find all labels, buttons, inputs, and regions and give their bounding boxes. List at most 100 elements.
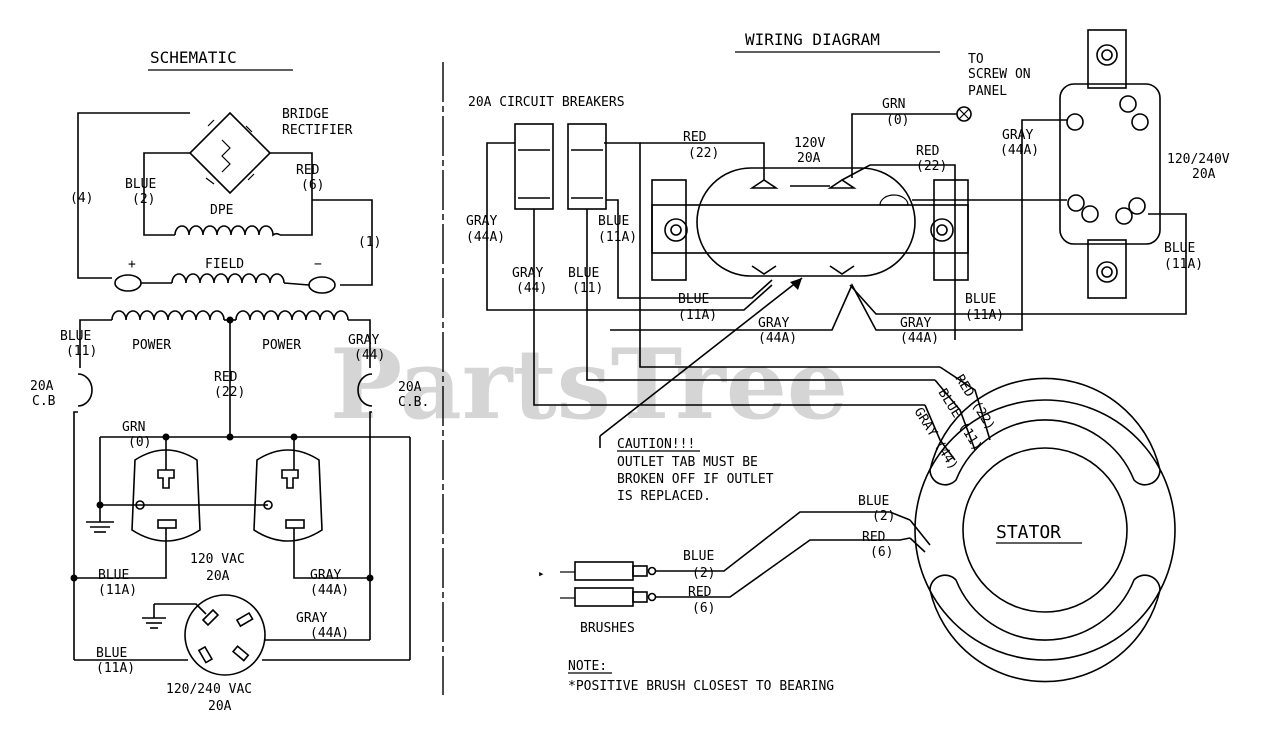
caution-line-4: IS REPLACED.: [617, 489, 711, 504]
svg-text:(2): (2): [132, 192, 155, 207]
svg-text:(11A): (11A): [98, 583, 137, 598]
stator: [914, 366, 1176, 683]
svg-text:▸: ▸: [538, 567, 545, 580]
brush-positive: [114, 274, 142, 292]
blue-11a-label-2: BLUE: [96, 646, 127, 661]
bridge-label-2: RECTIFIER: [282, 123, 353, 138]
power-left-label: POWER: [132, 338, 171, 353]
blue-11-label: BLUE: [60, 329, 91, 344]
gray-44-label: GRAY: [348, 333, 379, 348]
svg-text:20A: 20A: [1192, 167, 1216, 182]
grn-label: GRN: [122, 420, 145, 435]
red-6-label: RED: [296, 163, 320, 178]
red22-left-label: RED: [683, 130, 707, 145]
caution-pointer: [599, 277, 803, 437]
power-coil-left: [111, 310, 225, 321]
svg-text:PANEL: PANEL: [968, 84, 1007, 99]
brushes: ▸: [538, 511, 911, 607]
dpe-coil: [174, 225, 281, 237]
wire-1-label: (1): [358, 235, 381, 250]
outlet-240v-label: 120/240V: [1167, 152, 1230, 167]
power-right-label: POWER: [262, 338, 301, 353]
gray44a-right-label: GRAY: [1002, 128, 1033, 143]
stator-blue-2-label: BLUE: [858, 494, 889, 509]
outlet-240v: [184, 594, 266, 676]
svg-text:(2): (2): [692, 566, 715, 581]
field-coil: [171, 273, 285, 284]
bridge-rectifier: [188, 111, 272, 195]
outlet-120v-left: [131, 437, 201, 542]
svg-text:(11A): (11A): [965, 308, 1004, 323]
caution-title: CAUTION!!!: [617, 437, 695, 452]
wire-4-label: (4): [70, 191, 93, 206]
breakers-label: 20A CIRCUIT BREAKERS: [468, 95, 625, 110]
gray-44a-label-1: GRAY: [310, 568, 341, 583]
blue11a-mid-label: BLUE: [678, 292, 709, 307]
ground-symbol-2: [142, 604, 166, 629]
gray44a-left-label: GRAY: [466, 214, 497, 229]
power-coil-right: [235, 310, 349, 321]
svg-text:(6): (6): [870, 545, 893, 560]
outlet-120-label: 120 VAC: [190, 552, 245, 567]
outlet-240v-assembly: [1059, 29, 1161, 299]
wire-4: [77, 112, 190, 279]
svg-text:(11A): (11A): [678, 308, 717, 323]
gray44-label: GRAY: [512, 266, 543, 281]
svg-text:(44A): (44A): [466, 230, 505, 245]
blue11a-right-label: BLUE: [965, 292, 996, 307]
svg-text:SCREW ON: SCREW ON: [968, 67, 1031, 82]
svg-text:(44A): (44A): [758, 331, 797, 346]
brush-negative: [308, 276, 336, 294]
gray-44a-label-2: GRAY: [296, 611, 327, 626]
blue11-label: BLUE: [568, 266, 599, 281]
svg-text:20A: 20A: [208, 699, 232, 714]
breaker-left: [77, 373, 93, 407]
field-label: FIELD: [205, 257, 244, 272]
stator-red-6-label: RED: [862, 530, 886, 545]
gray44a-mid-label: GRAY: [758, 316, 789, 331]
caution-line-2: OUTLET TAB MUST BE: [617, 455, 758, 470]
svg-text:(44): (44): [516, 281, 547, 296]
breaker-right-label: 20A: [398, 380, 422, 395]
blue-11a-label-1: BLUE: [98, 568, 129, 583]
note-title: NOTE:: [568, 659, 607, 674]
grn-label: GRN: [882, 97, 905, 112]
svg-text:(22): (22): [214, 385, 245, 400]
svg-text:20A: 20A: [206, 569, 230, 584]
svg-text:(11A): (11A): [96, 661, 135, 676]
wiring-section: WIRING DIAGRAM 20A CIRCUIT BREAKERS 120V: [466, 29, 1230, 694]
brush-blue-label: BLUE: [683, 549, 714, 564]
schematic-title: SCHEMATIC: [150, 48, 237, 67]
blue11a-far-label: BLUE: [1164, 241, 1195, 256]
blue-2-label: BLUE: [125, 177, 156, 192]
svg-text:−: −: [314, 257, 322, 272]
svg-text:(6): (6): [692, 601, 715, 616]
svg-text:(44A): (44A): [1000, 143, 1039, 158]
watermark: PartsTree: [330, 328, 848, 441]
svg-text:(0): (0): [128, 435, 151, 450]
note-text: *POSITIVE BRUSH CLOSEST TO BEARING: [568, 679, 834, 694]
svg-text:(44A): (44A): [900, 331, 939, 346]
svg-text:+: +: [128, 257, 136, 272]
breaker-left-label: 20A: [30, 379, 54, 394]
gray44a-mid2-label: GRAY: [900, 316, 931, 331]
red-22-label: RED: [214, 370, 238, 385]
circuit-breaker-1: [514, 123, 554, 210]
bridge-label-1: BRIDGE: [282, 107, 329, 122]
svg-text:(22): (22): [916, 159, 947, 174]
svg-text:C.B: C.B: [32, 394, 56, 409]
svg-text:(11A): (11A): [598, 230, 637, 245]
svg-text:(11): (11): [66, 344, 97, 359]
svg-text:C.B.: C.B.: [398, 395, 429, 410]
dpe-label: DPE: [210, 203, 233, 218]
svg-text:(0): (0): [886, 113, 909, 128]
outlet-120v-right: [253, 437, 323, 542]
wiring-title: WIRING DIAGRAM: [745, 30, 880, 49]
svg-text:(44): (44): [354, 348, 385, 363]
screw-label-1: TO: [968, 52, 984, 67]
schematic-section: SCHEMATIC BRIDGE RECTIFIER (4) BLUE (2) …: [30, 48, 429, 714]
ground-symbol-1: [86, 505, 114, 533]
svg-text:(22): (22): [688, 146, 719, 161]
wire-1: [312, 199, 373, 286]
circuit-breaker-2: [567, 123, 607, 210]
